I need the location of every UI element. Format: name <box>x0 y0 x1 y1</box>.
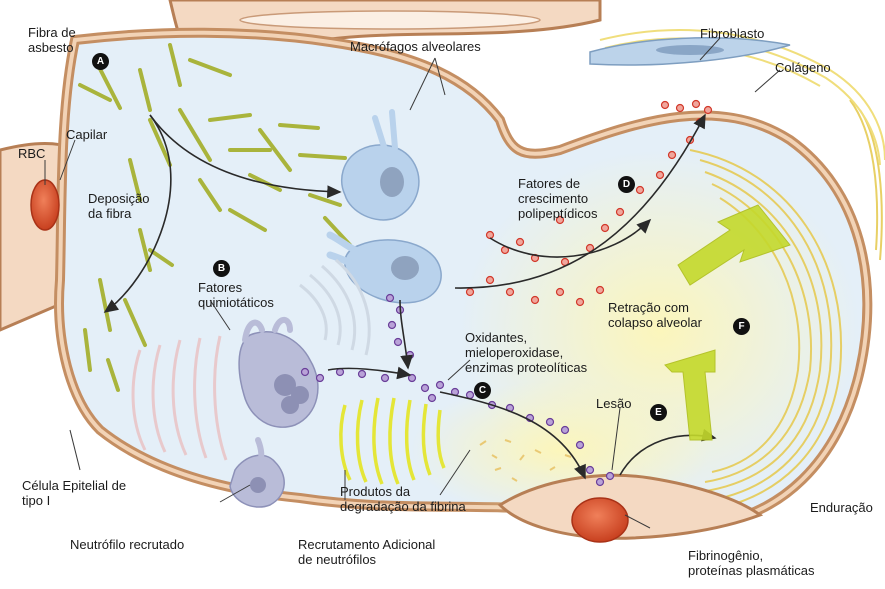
label-celula-epitelial: Célula Epitelial de tipo I <box>22 478 126 508</box>
badge-e: E <box>650 404 667 421</box>
badge-c: C <box>474 382 491 399</box>
label-oxidantes: Oxidantes, mieloperoxidase, enzimas prot… <box>465 330 587 375</box>
label-enduracao: Enduração <box>810 500 873 515</box>
label-lesao: Lesão <box>596 396 631 411</box>
label-fibra-asbesto: Fibra de asbesto <box>28 25 76 55</box>
label-fatores-quimiotaticos: Fatores quimiotáticos <box>198 280 274 310</box>
label-macrofagos: Macrófagos alveolares <box>350 39 481 54</box>
label-fibrinogenio: Fibrinogênio, proteínas plasmáticas <box>688 548 814 578</box>
label-retracao: Retração com colapso alveolar <box>608 300 702 330</box>
label-produtos: Produtos da degradação da fibrina <box>340 484 466 514</box>
badge-d: D <box>618 176 635 193</box>
rbc-left <box>31 180 59 230</box>
label-capilar: Capilar <box>66 127 107 142</box>
badge-a: A <box>92 53 109 70</box>
label-colageno: Colágeno <box>775 60 831 75</box>
top-capillary-lumen <box>240 11 540 29</box>
label-deposicao: Deposição da fibra <box>88 191 149 221</box>
rbc-bottom <box>572 498 628 542</box>
badge-b: B <box>213 260 230 277</box>
label-recrutamento: Recrutamento Adicional de neutrófilos <box>298 537 435 567</box>
badge-f: F <box>733 318 750 335</box>
label-neutrofilo: Neutrófilo recrutado <box>70 537 184 552</box>
label-fibroblasto: Fibroblasto <box>700 26 764 41</box>
label-fatores-crescimento: Fatores de crescimento polipeptídicos <box>518 176 598 221</box>
label-rbc: RBC <box>18 146 45 161</box>
